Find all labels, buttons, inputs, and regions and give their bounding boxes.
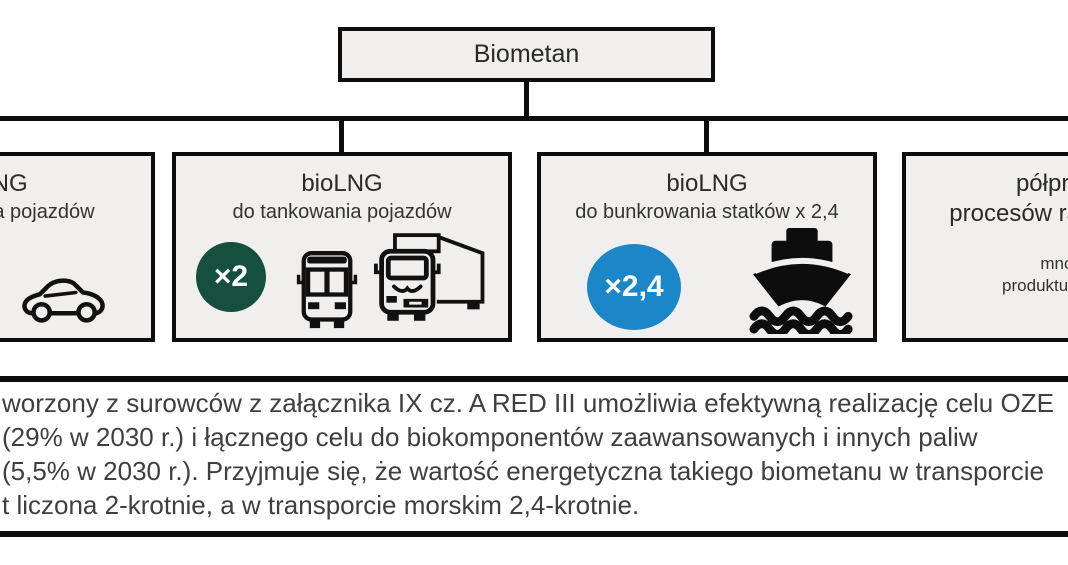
node-title-line2: procesów rafineryjnych [949, 200, 1068, 227]
bus-icon [296, 251, 358, 329]
node-note-line2: produktu finalnego [1002, 276, 1068, 295]
multiplier-badge-label: ×2 [213, 260, 249, 293]
node-title: bioLNG [666, 170, 748, 197]
footnote-rule-bottom [0, 531, 1068, 537]
node-subtitle: do tankowania pojazdów [0, 201, 95, 223]
connector-drop-biolng-bunkrowanie [704, 121, 709, 153]
node-polprodukt: półprodukt procesów rafineryjnych mnożni… [902, 152, 1068, 342]
connector-bar [0, 116, 1068, 121]
node-biolng-tankowanie: bioLNG do tankowania pojazdów ×2 [172, 152, 512, 342]
node-title: półprodukt [1015, 170, 1068, 197]
footnote-line: (5,5% w 2030 r.). Przyjmuje się, że wart… [2, 456, 1044, 486]
node-title: bioCNG [0, 170, 28, 197]
footnote-rule-top [0, 376, 1068, 382]
node-subtitle: do tankowania pojazdów [232, 201, 452, 223]
footnote-line: worzony z surowców z załącznika IX cz. A… [2, 388, 1054, 418]
footnote-line: (29% w 2030 r.) i łącznego celu do bioko… [2, 422, 978, 452]
node-note-line1: mnożnik [1040, 254, 1068, 273]
node-subtitle: do bunkrowania statków x 2,4 [575, 201, 839, 223]
node-biolng-bunkrowanie: bioLNG do bunkrowania statków x 2,4 ×2,4 [537, 152, 877, 342]
car-icon [22, 278, 105, 323]
root-node-label: Biometan [473, 40, 580, 68]
node-biocng: bioCNG do tankowania pojazdów [0, 152, 155, 342]
multiplier-badge-x2: ×2 [196, 242, 266, 312]
connector-drop-biolng-tankowanie [339, 121, 344, 153]
ship-icon [749, 228, 853, 334]
multiplier-badge-label: ×2,4 [604, 270, 664, 303]
node-title: bioLNG [301, 170, 383, 197]
footnote-text: worzony z surowców z załącznika IX cz. A… [2, 386, 1068, 522]
truck-icon [374, 233, 485, 321]
multiplier-badge-x24: ×2,4 [587, 244, 681, 330]
connector-trunk [524, 82, 529, 118]
node-biometan: Biometan [338, 27, 715, 82]
footnote-line: t liczona 2-krotnie, a w transporcie mor… [2, 490, 640, 520]
